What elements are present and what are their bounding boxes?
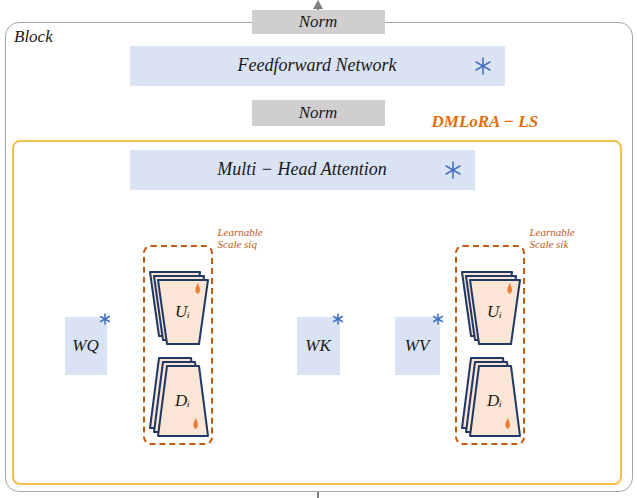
block-frame: BlockNormFeedforward NetworkNormDMLoRA −… [5, 22, 633, 492]
frozen-icon [333, 314, 342, 324]
frozen-stroke [446, 166, 460, 174]
node-label: Feedforward Network [238, 55, 397, 76]
frozen-stroke [446, 166, 460, 174]
trainable-icon [193, 418, 198, 429]
frozen-stroke [476, 62, 490, 70]
projection-shape [470, 280, 520, 344]
frozen-stroke [100, 316, 109, 321]
trainable-icon [507, 283, 512, 294]
lora-group: Learnable Scale sikUᵢDᵢ [455, 245, 525, 445]
node-label: Learnable Scale sik [530, 226, 588, 251]
node-label: Dᵢ [487, 391, 502, 411]
node-label: Block [14, 27, 53, 46]
weight-box: WV [395, 317, 440, 375]
node-label: Uᵢ [487, 302, 502, 322]
frozen-icon [476, 58, 490, 74]
up-projection: Uᵢ [462, 272, 520, 344]
attention-box: Multi − Head Attention [130, 150, 475, 190]
ffn-box: Feedforward Network [130, 46, 505, 86]
output-arrowhead [313, 0, 323, 9]
frozen-icon [100, 314, 109, 324]
frozen-icon [433, 314, 442, 324]
frozen-icon [446, 162, 460, 178]
node-label: Multi − Head Attention [217, 159, 386, 180]
dmlora-region: DMLoRA − LSMulti − Head AttentionWQLearn… [12, 140, 622, 485]
norm-box: Norm [252, 100, 385, 126]
projection-shape [158, 280, 208, 344]
frozen-stroke [433, 316, 442, 321]
weight-box: WQ [65, 317, 107, 375]
node-label: WK [305, 336, 331, 356]
node-label: Norm [299, 12, 338, 32]
frozen-stroke [476, 62, 490, 70]
node-label: WQ [72, 336, 98, 356]
node-label: Learnable Scale siq [218, 226, 276, 251]
node-label: Dᵢ [175, 391, 190, 411]
node-label: WV [405, 336, 430, 356]
down-projection: Dᵢ [150, 358, 208, 436]
node-label: Uᵢ [175, 302, 190, 322]
projection-shape [158, 366, 208, 436]
frozen-stroke [333, 316, 342, 321]
frozen-stroke [333, 316, 342, 321]
lora-group: Learnable Scale siqUᵢDᵢ [143, 245, 213, 445]
norm-box: Norm [252, 10, 385, 34]
projection-shape [470, 366, 520, 436]
node-label: DMLoRA − LS [432, 112, 539, 131]
frozen-stroke [100, 316, 109, 321]
down-projection: Dᵢ [462, 358, 520, 436]
trainable-icon [505, 418, 510, 429]
frozen-stroke [433, 316, 442, 321]
trainable-icon [195, 283, 200, 294]
up-projection: Uᵢ [150, 272, 208, 344]
node-label: Norm [299, 103, 338, 123]
weight-box: WK [297, 317, 340, 375]
